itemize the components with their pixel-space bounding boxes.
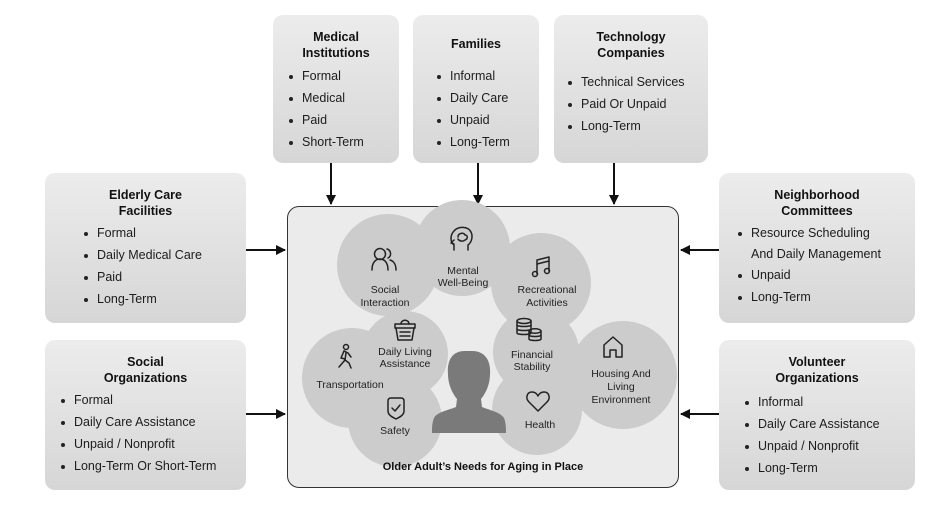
stakeholder-title: Medical Institutions: [273, 30, 399, 61]
attribute-item: Unpaid: [435, 109, 539, 131]
needs-frame: [287, 206, 679, 488]
attribute-list: Formal Medical Paid Short-Term: [287, 65, 399, 153]
attribute-item: Long-Term: [435, 131, 539, 153]
stakeholder-title: Technology Companies: [554, 30, 708, 61]
stakeholder-volunteer-organizations: Volunteer Organizations Informal Daily C…: [719, 340, 915, 490]
attribute-item: Formal: [287, 65, 399, 87]
title-line: Companies: [597, 45, 665, 60]
stakeholder-technology-companies: Technology Companies Technical Services …: [554, 15, 708, 163]
title-line: Social: [127, 355, 164, 369]
attribute-item: Informal: [743, 391, 915, 413]
attribute-list: Formal Daily Medical Care Paid Long-Term: [82, 222, 246, 310]
attribute-item: Paid Or Unpaid: [566, 93, 708, 115]
stakeholder-social-organizations: Social Organizations Formal Daily Care A…: [45, 340, 246, 490]
attribute-item: Long-Term Or Short-Term: [59, 455, 246, 477]
stakeholder-neighborhood-committees: Neighborhood Committees Resource Schedul…: [719, 173, 915, 323]
attribute-item: Daily Care Assistance: [743, 413, 915, 435]
title-line: Organizations: [103, 370, 188, 385]
stakeholder-title: Elderly Care Facilities: [45, 188, 246, 219]
stakeholder-title: Neighborhood Committees: [719, 188, 915, 219]
title-line: Elderly Care: [109, 188, 182, 202]
attribute-item: Medical: [287, 87, 399, 109]
attribute-item: Long-Term: [743, 457, 915, 479]
attribute-item: Daily Care Assistance: [59, 411, 246, 433]
attribute-item: Unpaid / Nonprofit: [743, 435, 915, 457]
attribute-item: Long-Term: [736, 286, 915, 308]
stakeholder-title: Social Organizations: [45, 355, 246, 386]
title-line: Technology: [596, 30, 666, 44]
title-line: Committees: [781, 203, 853, 218]
attribute-item: Paid: [82, 266, 246, 288]
attribute-list: Informal Daily Care Unpaid Long-Term: [435, 65, 539, 153]
attribute-item: Paid: [287, 109, 399, 131]
attribute-item: Formal: [82, 222, 246, 244]
title-line: Institutions: [302, 45, 370, 60]
attribute-list: Resource Scheduling And Daily Management…: [736, 222, 915, 308]
title-line: Organizations: [775, 370, 859, 385]
attribute-item: Technical Services: [566, 71, 708, 93]
attribute-list: Technical Services Paid Or Unpaid Long-T…: [566, 71, 708, 137]
attribute-item: Informal: [435, 65, 539, 87]
stakeholder-medical-institutions: Medical Institutions Formal Medical Paid…: [273, 15, 399, 163]
title-line: Volunteer: [788, 355, 846, 369]
attribute-item: Long-Term: [82, 288, 246, 310]
attribute-item-continuation: And Daily Management: [751, 247, 881, 261]
attribute-item: Long-Term: [566, 115, 708, 137]
attribute-item: Formal: [59, 389, 246, 411]
title-line: Neighborhood: [774, 188, 860, 202]
attribute-item: Daily Care: [435, 87, 539, 109]
attribute-item: Resource Scheduling: [736, 222, 915, 244]
attribute-item: Unpaid: [736, 264, 915, 286]
title-line: Families: [450, 37, 502, 51]
attribute-list: Formal Daily Care Assistance Unpaid / No…: [59, 389, 246, 477]
title-line: Medical: [313, 30, 359, 44]
stakeholder-elderly-care-facilities: Elderly Care Facilities Formal Daily Med…: [45, 173, 246, 323]
stakeholder-families: Families Informal Daily Care Unpaid Long…: [413, 15, 539, 163]
title-line: Facilities: [118, 203, 173, 218]
attribute-list: Informal Daily Care Assistance Unpaid / …: [743, 391, 915, 479]
attribute-item: Daily Medical Care: [82, 244, 246, 266]
stakeholder-title: Families: [413, 37, 539, 53]
attribute-item: Short-Term: [287, 131, 399, 153]
stakeholder-title: Volunteer Organizations: [719, 355, 915, 386]
attribute-item: Unpaid / Nonprofit: [59, 433, 246, 455]
